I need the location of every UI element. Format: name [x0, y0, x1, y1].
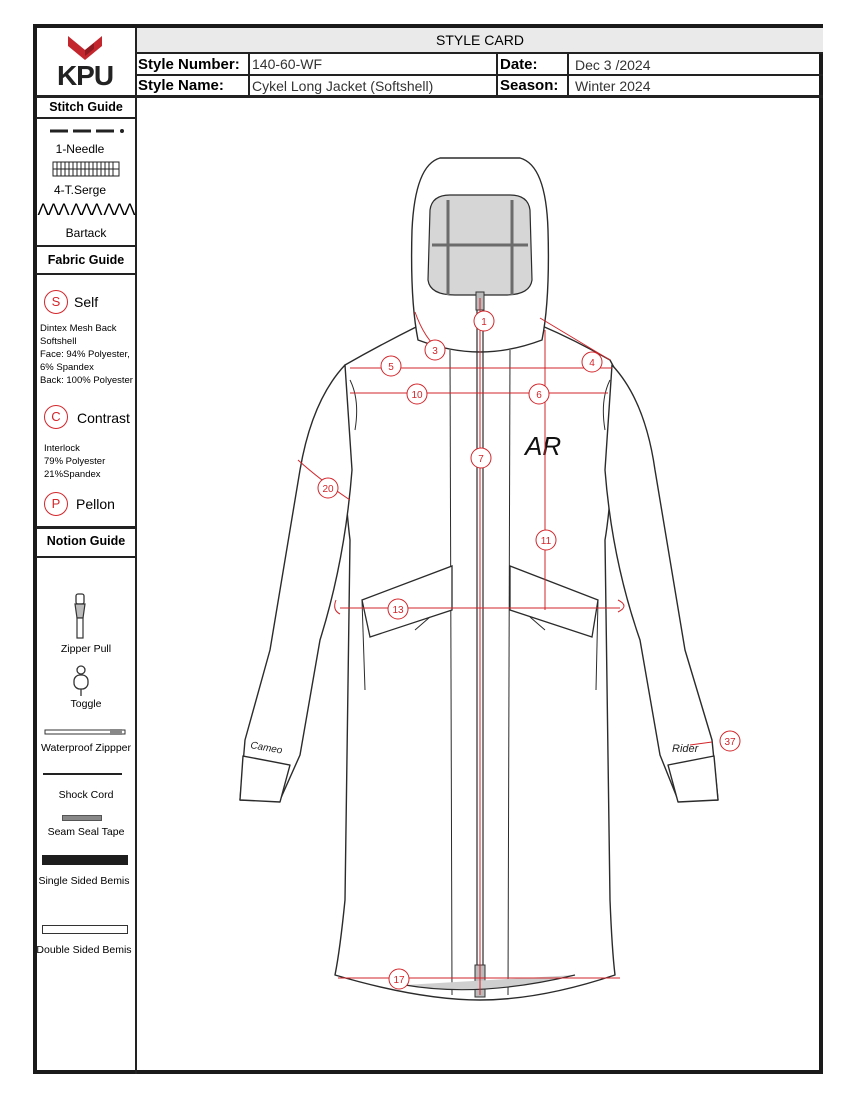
- left-sleeve: [239, 364, 353, 801]
- style-name-label: Style Name:: [138, 77, 224, 94]
- svg-text:11: 11: [541, 536, 552, 547]
- fabric-self-name: Self: [74, 294, 99, 310]
- fabric-contrast-symbol: C: [44, 405, 68, 429]
- date-value: Dec 3 /2024: [575, 57, 651, 73]
- notion-waterproof-zipper-label: Waterproof Zippper: [40, 742, 132, 754]
- season-value: Winter 2024: [575, 78, 651, 94]
- stitch-bartack-label: Bartack: [65, 226, 107, 240]
- waterproof-zipper-icon: [44, 729, 126, 735]
- single-sided-bemis-icon: [42, 855, 128, 865]
- zipper-pull-icon: [74, 593, 86, 639]
- measure-point-4: 4: [581, 351, 603, 373]
- fabric-guide-heading: Fabric Guide: [47, 253, 125, 267]
- svg-text:4: 4: [589, 358, 595, 369]
- logo-text: KPU: [56, 60, 114, 91]
- jacket-technical-drawing: Cameo Rider AR 1 3 4 5 6 7 10 11 13 17 2…: [239, 157, 741, 1001]
- style-number-label: Style Number:: [138, 56, 240, 73]
- card-title: STYLE CARD: [137, 28, 823, 52]
- style-card-frame: [33, 24, 823, 1074]
- fabric-self-symbol: S: [44, 290, 68, 314]
- svg-text:5: 5: [388, 362, 394, 373]
- notion-single-bemis-label: Single Sided Bemis: [38, 875, 130, 887]
- notion-double-bemis-label: Double Sided Bemis: [36, 944, 132, 956]
- right-cuff-embroidery: Rider: [672, 743, 700, 755]
- toggle-icon: [73, 665, 89, 696]
- measure-point-17: 17: [388, 968, 410, 990]
- measure-point-11: 11: [535, 529, 557, 551]
- fabric-pellon-symbol: P: [44, 492, 68, 516]
- right-cuff: [667, 755, 719, 803]
- svg-text:3: 3: [432, 346, 438, 357]
- svg-text:20: 20: [322, 484, 334, 495]
- notion-zipper-pull-label: Zipper Pull: [60, 643, 112, 655]
- shock-cord-icon: [43, 773, 122, 775]
- left-cuff: [239, 755, 291, 803]
- measure-point-13: 13: [387, 598, 409, 620]
- stitch-guide-heading: Stitch Guide: [49, 100, 123, 114]
- seam-seal-tape-icon: [62, 815, 102, 821]
- notion-guide-heading: Notion Guide: [46, 534, 126, 548]
- right-sleeve: [604, 364, 719, 801]
- svg-text:37: 37: [724, 737, 736, 748]
- fabric-contrast-name: Contrast: [77, 410, 130, 426]
- notion-seam-seal-tape-label: Seam Seal Tape: [47, 826, 125, 838]
- serge-stitch-icon: [52, 161, 120, 177]
- left-pocket-flap: [361, 565, 453, 638]
- season-label: Season:: [500, 77, 559, 94]
- double-sided-bemis-icon: [42, 925, 128, 934]
- svg-text:6: 6: [536, 390, 542, 401]
- measure-point-7: 7: [470, 447, 492, 469]
- chest-logo-embroidery: AR: [523, 431, 561, 461]
- hem-lining: [404, 974, 576, 991]
- svg-text:7: 7: [478, 454, 484, 465]
- fabric-contrast-desc: Interlock 79% Polyester 21%Spandex: [44, 443, 106, 480]
- svg-text:10: 10: [411, 390, 423, 401]
- measure-point-6: 6: [528, 383, 550, 405]
- notion-toggle-label: Toggle: [70, 698, 102, 710]
- measurement-points: 1 3 4 5 6 7 10 11 13 17 20 37: [317, 310, 741, 990]
- right-pocket-flap: [509, 565, 599, 638]
- notion-shock-cord-label: Shock Cord: [58, 789, 114, 801]
- date-label: Date:: [500, 56, 538, 73]
- one-needle-stitch-icon: [50, 129, 124, 133]
- svg-text:17: 17: [393, 975, 405, 986]
- kpu-logo-icon: [68, 36, 102, 60]
- fabric-pellon-name: Pellon: [76, 496, 115, 512]
- measure-point-5: 5: [380, 355, 402, 377]
- measure-point-37: 37: [719, 730, 741, 752]
- style-name-value: Cykel Long Jacket (Softshell): [252, 78, 434, 94]
- stitch-one-needle-label: 1-Needle: [55, 142, 105, 156]
- bartack-stitch-icon: ΛΛΛ ΛΛΛ ΛΛΛ: [37, 200, 136, 219]
- measure-point-1: 1: [473, 310, 495, 332]
- fabric-self-desc: Dintex Mesh Back Softshell Face: 94% Pol…: [40, 323, 133, 386]
- measure-point-10: 10: [406, 383, 428, 405]
- stitch-serge-label: 4-T.Serge: [53, 183, 107, 197]
- svg-text:1: 1: [481, 317, 487, 328]
- style-number-value: 140-60-WF: [252, 56, 323, 72]
- svg-text:13: 13: [392, 605, 404, 616]
- measure-point-20: 20: [317, 477, 339, 499]
- measure-point-3: 3: [424, 339, 446, 361]
